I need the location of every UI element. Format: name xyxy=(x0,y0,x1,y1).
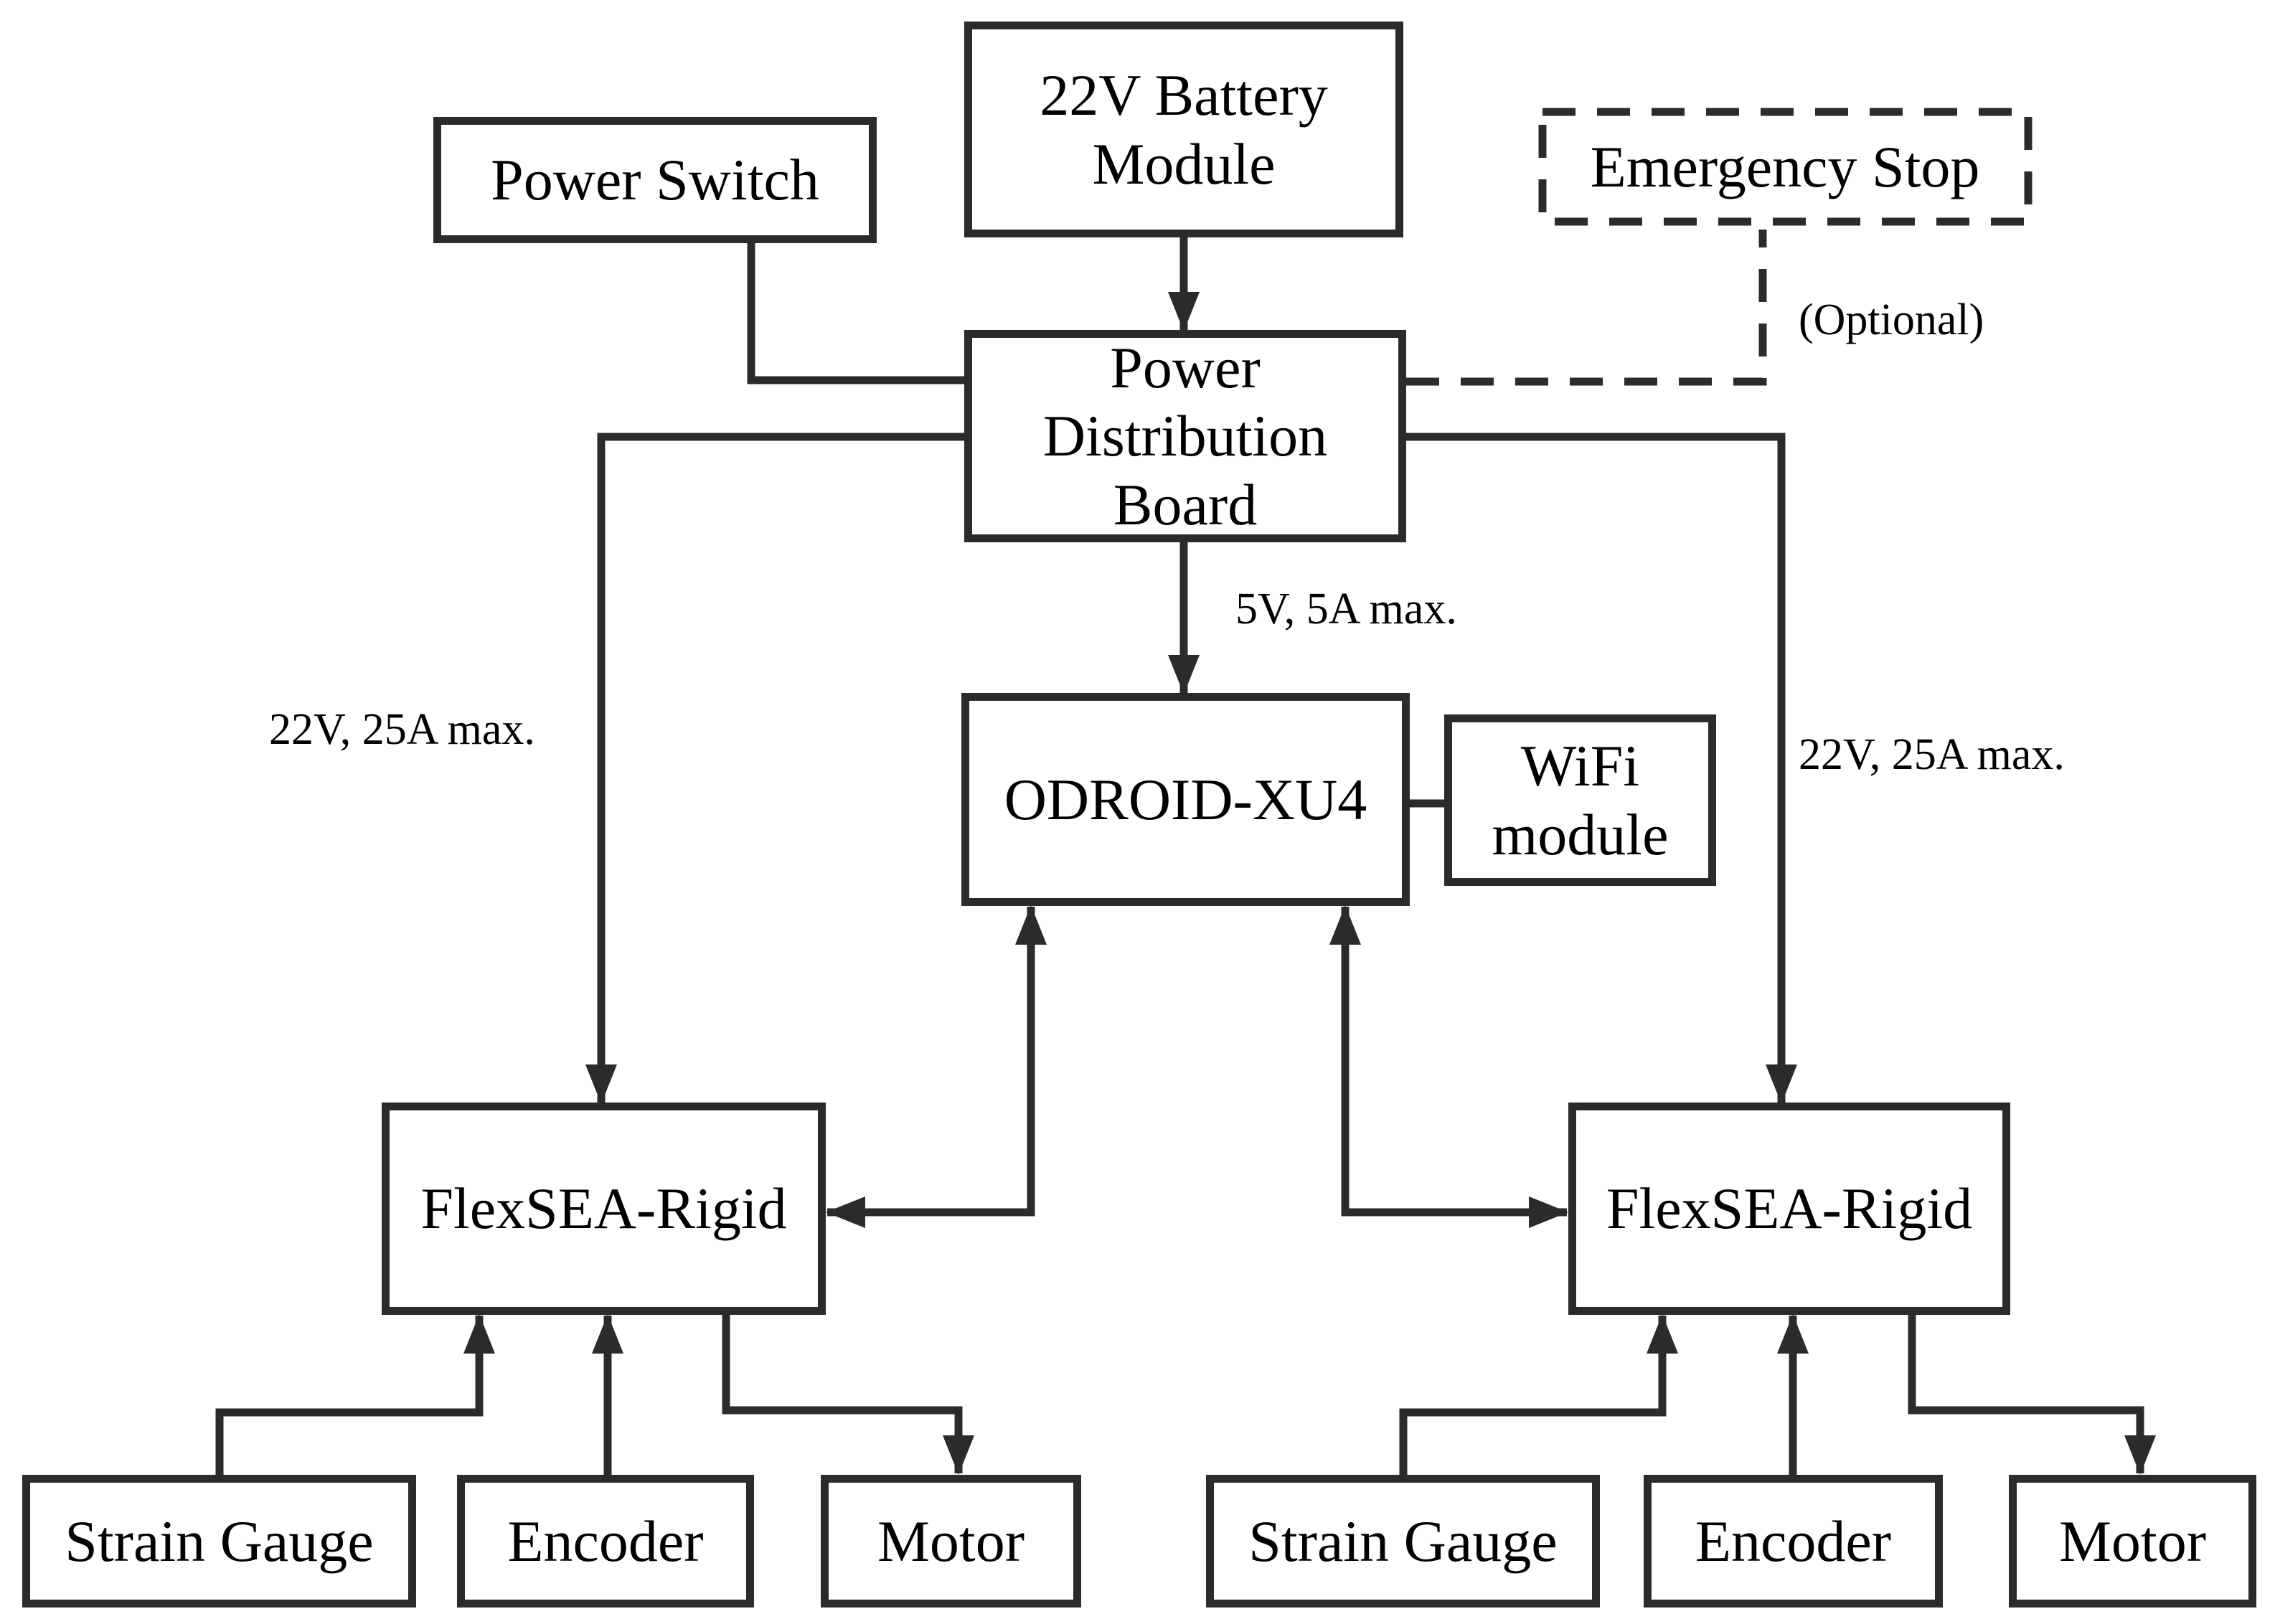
flexsea-left-to-motor-connector xyxy=(722,1313,974,1475)
pdb-to-emergency-stop-connector xyxy=(1406,230,1767,386)
odroid-to-flexsea-left-connector xyxy=(826,905,1047,1228)
encoder-left-label: Encoder xyxy=(507,1508,704,1574)
power-distribution-board-label: Power Distribution Board xyxy=(1042,335,1328,537)
odroid-to-flexsea-right-connector xyxy=(1329,905,1568,1228)
battery-module-node: 22V Battery Module xyxy=(964,22,1403,237)
encoder-left-node: Encoder xyxy=(457,1475,754,1608)
strain-gauge-left-node: Strain Gauge xyxy=(22,1475,416,1608)
power-distribution-board-node: Power Distribution Board xyxy=(964,330,1406,542)
flexsea-rigid-right-node: FlexSEA-Rigid xyxy=(1568,1103,2010,1315)
encoder-right-label: Encoder xyxy=(1695,1508,1892,1574)
strain-gauge-right-label: Strain Gauge xyxy=(1248,1508,1558,1574)
strain-gauge-left-to-flexsea-connector xyxy=(215,1314,495,1476)
odroid-xu4-node: ODROID-XU4 xyxy=(961,693,1410,906)
edge-label-optional: (Optional) xyxy=(1799,296,1984,344)
edge-label-5v-5a-max: 5V, 5A max. xyxy=(1235,585,1457,633)
edge-label-22v-25a-max-right: 22V, 25A max. xyxy=(1799,730,2065,779)
motor-right-node: Motor xyxy=(2009,1475,2256,1608)
power-switch-to-pdb-connector xyxy=(747,241,969,384)
flexsea-rigid-right-label: FlexSEA-Rigid xyxy=(1606,1176,1973,1242)
wifi-module-node: WiFi module xyxy=(1444,714,1716,886)
odroid-xu4-label: ODROID-XU4 xyxy=(1004,766,1367,832)
emergency-stop-node: Emergency Stop xyxy=(1538,108,2032,226)
emergency-stop-dashed-outline xyxy=(1538,108,2033,226)
strain-gauge-right-to-flexsea-connector xyxy=(1399,1314,1678,1476)
encoder-right-node: Encoder xyxy=(1644,1475,1943,1608)
edge-label-22v-25a-max-left: 22V, 25A max. xyxy=(269,705,535,754)
motor-right-label: Motor xyxy=(2059,1508,2206,1574)
motor-left-node: Motor xyxy=(821,1475,1081,1608)
power-switch-node: Power Switch xyxy=(433,117,877,243)
power-switch-label: Power Switch xyxy=(491,147,819,213)
flexsea-rigid-left-node: FlexSEA-Rigid xyxy=(382,1103,826,1315)
flexsea-rigid-left-label: FlexSEA-Rigid xyxy=(420,1176,787,1242)
strain-gauge-left-label: Strain Gauge xyxy=(65,1508,374,1574)
pdb-to-flexsea-right-connector xyxy=(1406,433,1797,1104)
strain-gauge-right-node: Strain Gauge xyxy=(1206,1475,1600,1608)
battery-module-label: 22V Battery Module xyxy=(1040,62,1328,197)
wifi-module-label: WiFi module xyxy=(1492,733,1669,867)
flexsea-right-to-motor-connector xyxy=(1908,1313,2156,1475)
emergency-stop-label: Emergency Stop xyxy=(1590,133,1980,199)
pdb-to-flexsea-left-connector xyxy=(585,433,964,1104)
motor-left-label: Motor xyxy=(877,1508,1025,1574)
